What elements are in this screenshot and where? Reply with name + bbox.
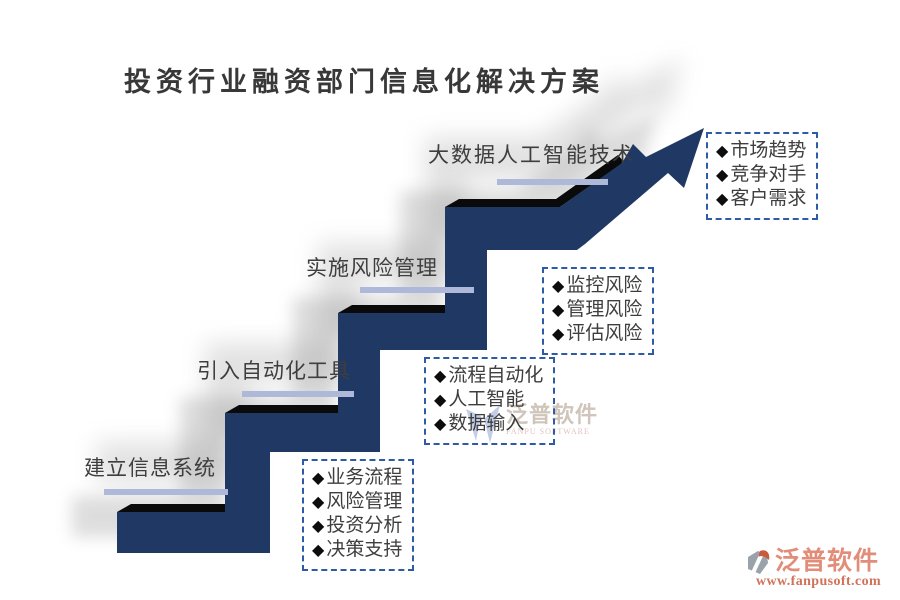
brand-url: www.fanpusoft.com: [756, 574, 882, 589]
diamond-bullet-icon: ◆: [434, 390, 447, 409]
list-item: ◆评估风险: [552, 323, 643, 344]
list-item: ◆人工智能: [434, 389, 525, 410]
list-item: ◆数据输入: [434, 413, 525, 434]
step-bevel-edges: [117, 155, 624, 512]
footer-brand: 泛普软件 www.fanpusoft.com: [744, 548, 894, 590]
list-item: ◆管理风险: [552, 299, 643, 320]
diamond-bullet-icon: ◆: [312, 540, 325, 559]
brand-name: 泛普软件: [775, 548, 880, 575]
diamond-bullet-icon: ◆: [312, 492, 325, 511]
diamond-bullet-icon: ◆: [716, 165, 729, 184]
bullet-box-1: ◆业务流程 ◆风险管理 ◆投资分析 ◆决策支持: [302, 459, 415, 571]
watermark-logo-icon: [466, 405, 500, 443]
step-label-1: 建立信息系统: [84, 456, 216, 480]
bullet-box-4: ◆市场趋势 ◆竞争对手 ◆客户需求: [706, 132, 819, 220]
step-label-4: 大数据人工智能技术: [428, 143, 635, 167]
step-underline-4: [497, 179, 608, 185]
diamond-bullet-icon: ◆: [552, 300, 565, 319]
watermark-subname: FANPU SOFTWARE: [506, 427, 590, 436]
list-item: ◆决策支持: [312, 539, 403, 560]
diamond-bullet-icon: ◆: [716, 189, 729, 208]
watermark: 泛普软件 FANPU SOFTWARE: [463, 403, 598, 443]
diamond-bullet-icon: ◆: [434, 414, 447, 433]
brand-logo-icon: [748, 548, 770, 576]
list-item: ◆监控风险: [552, 275, 643, 296]
list-item: ◆风险管理: [312, 491, 403, 512]
list-item: ◆流程自动化: [434, 365, 544, 386]
watermark-name: 泛普软件: [506, 402, 599, 427]
list-item: ◆竞争对手: [716, 164, 807, 185]
diamond-bullet-icon: ◆: [552, 324, 565, 343]
step-underline-2: [242, 391, 354, 397]
list-item: ◆市场趋势: [716, 140, 807, 161]
step-label-3: 实施风险管理: [306, 256, 438, 280]
page-title: 投资行业融资部门信息化解决方案: [124, 67, 604, 97]
bullet-box-3: ◆监控风险 ◆管理风险 ◆评估风险: [542, 267, 655, 355]
diamond-bullet-icon: ◆: [552, 276, 565, 295]
list-item: ◆客户需求: [716, 188, 807, 209]
bullet-box-2: ◆流程自动化 ◆人工智能 ◆数据输入: [424, 357, 556, 445]
diamond-bullet-icon: ◆: [312, 468, 325, 487]
diamond-bullet-icon: ◆: [312, 516, 325, 535]
step-underline-3: [360, 287, 474, 293]
list-item: ◆投资分析: [312, 515, 403, 536]
diamond-bullet-icon: ◆: [434, 366, 447, 385]
step-label-2: 引入自动化工具: [197, 359, 351, 383]
step-underline-1: [104, 489, 228, 495]
diamond-bullet-icon: ◆: [716, 141, 729, 160]
list-item: ◆业务流程: [312, 467, 403, 488]
